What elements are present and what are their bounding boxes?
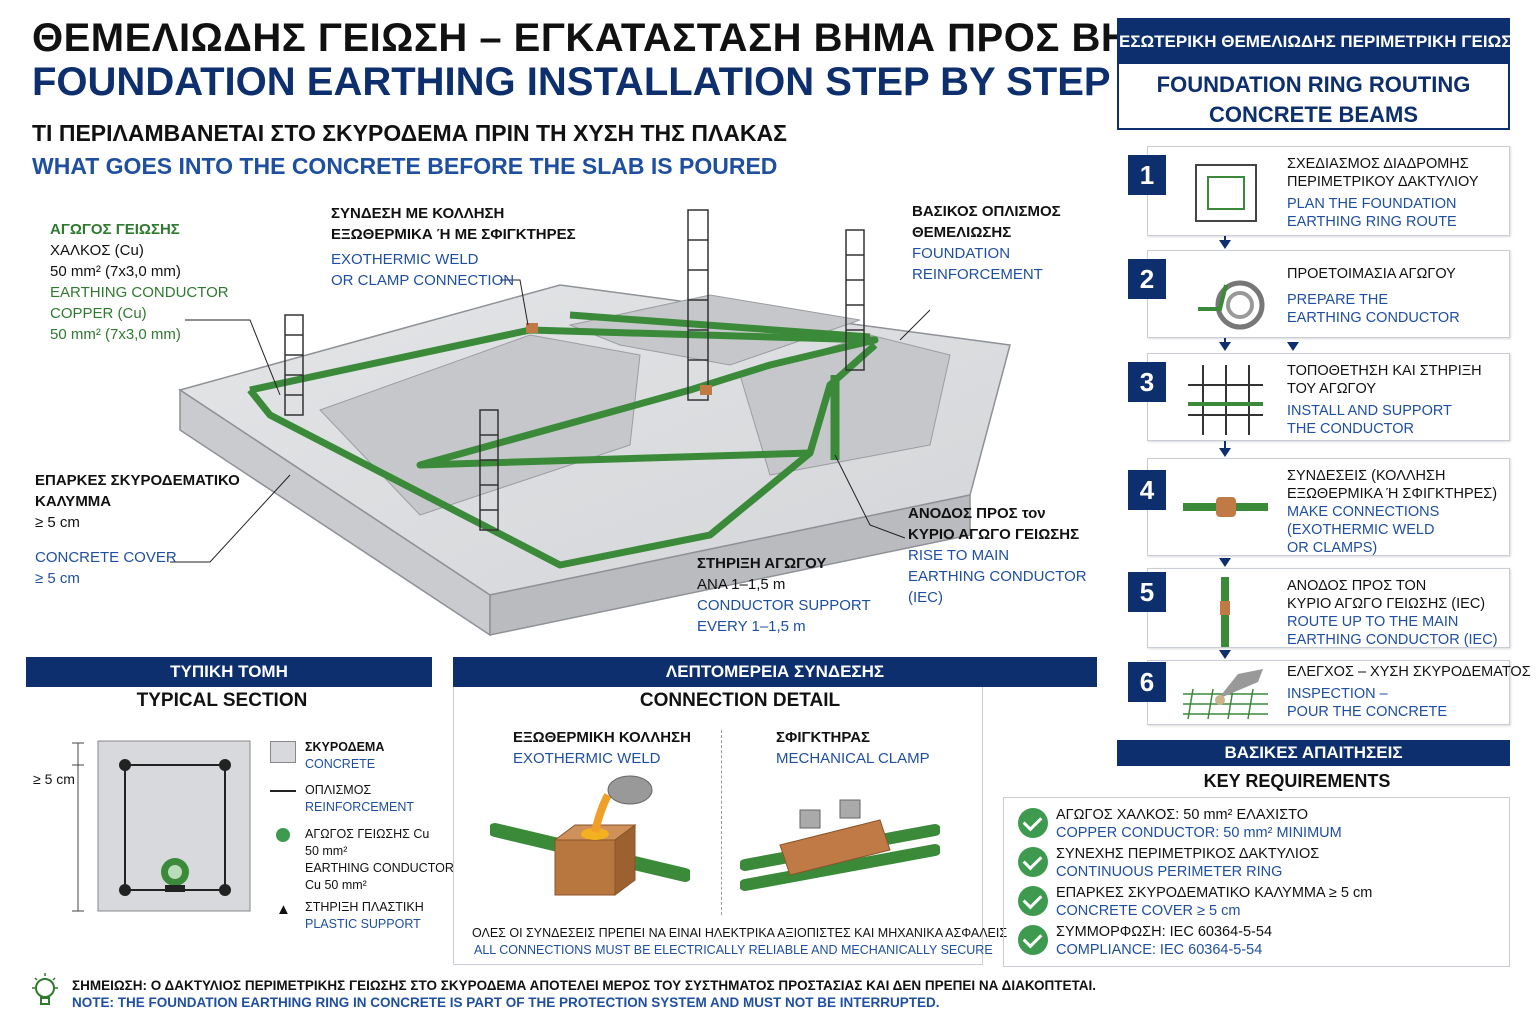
requirements-subtitle: KEY REQUIREMENTS — [1203, 771, 1391, 791]
plastic-support-icon: ▲ — [276, 901, 291, 918]
foundation-illustration — [170, 209, 1011, 637]
arrow-down-icon — [1219, 558, 1231, 567]
lightbulb-icon — [32, 973, 58, 1005]
concrete-pour-icon — [1183, 669, 1268, 720]
connection-bar: ΛΕΠΤΟΜΕΡΕΙΑ ΣΥΝΔΕΣΗΣ — [453, 657, 1097, 687]
mechanical-clamp-drawing — [740, 799, 940, 891]
arrow-down-icon — [1219, 448, 1231, 457]
legend-swatch-reinforcement — [270, 790, 296, 792]
check-icon — [1018, 808, 1048, 838]
requirements-bar: ΒΑΣΙΚΕΣ ΑΠΑΙΤΗΣΕΙΣ — [1117, 740, 1510, 766]
ring-routing-title-2: CONCRETE BEAMS — [1208, 102, 1418, 127]
connection-divider — [721, 730, 722, 915]
check-icon — [1018, 925, 1048, 955]
void-2 — [568, 294, 861, 366]
riser-icon — [1220, 577, 1230, 647]
page-title-english: FOUNDATION EARTHING INSTALLATION STEP BY… — [32, 60, 1111, 104]
ring-routing-bar: ΕΣΩΤΕΡΙΚΗ ΘΕΜΕΛΙΩΔΗΣ ΠΕΡΙΜΕΤΡΙΚΗ ΓΕΙΩΣΗ — [1119, 20, 1524, 64]
arrow-down-icon — [1219, 650, 1231, 659]
cable-coil-icon — [1198, 280, 1265, 330]
note-english: NOTE: THE FOUNDATION EARTHING RING IN CO… — [72, 995, 940, 1010]
floor-plan-icon — [1195, 164, 1257, 222]
step-number-1: 1 — [1128, 155, 1166, 195]
step-number-5: 5 — [1128, 572, 1166, 612]
exothermic-weld-drawing — [490, 775, 690, 896]
subtitle-english: WHAT GOES INTO THE CONCRETE BEFORE THE S… — [32, 153, 778, 179]
arrow-down-icon — [1287, 342, 1299, 351]
subtitle-greek: ΤΙ ΠΕΡΙΛΑΜΒΑΝΕΤΑΙ ΣΤΟ ΣΚΥΡΟΔΕΜΑ ΠΡΙΝ ΤΗ … — [32, 120, 787, 146]
legend-swatch-concrete — [270, 741, 296, 763]
callout-weld: ΣΥΝΔΕΣΗ ΜΕ ΚΟΛΛΗΣΗ ΕΞΩΘΕΡΜΙΚΑ Ή ΜΕ ΣΦΙΓΚ… — [331, 205, 576, 289]
step-number-6: 6 — [1128, 662, 1166, 702]
weld-joint-icon — [1183, 497, 1268, 517]
ring-routing-panel: ΕΣΩΤΕΡΙΚΗ ΘΕΜΕΛΙΩΔΗΣ ΠΕΡΙΜΕΤΡΙΚΗ ΓΕΙΩΣΗ … — [1117, 18, 1524, 130]
callout-conductor: ΑΓΩΓΟΣ ΓΕΙΩΣΗΣ ΧΑΛΚΟΣ (Cu) 50 mm² (7x3,0… — [50, 221, 229, 343]
section-bar: ΤΥΠΙΚΗ ΤΟΜΗ — [26, 657, 432, 687]
slab-front-right — [489, 494, 971, 636]
arrow-down-icon — [1219, 342, 1231, 351]
step-number-3: 3 — [1128, 362, 1166, 402]
step-number-4: 4 — [1128, 470, 1166, 510]
arrow-stem — [1224, 441, 1226, 448]
earthing-ring-front — [247, 387, 813, 569]
section-subtitle: TYPICAL SECTION — [136, 690, 308, 711]
ring-routing-title-1: FOUNDATION RING ROUTING — [1156, 72, 1471, 97]
page-title-greek: ΘΕΜΕΛΙΩΔΗΣ ΓΕΙΩΣΗ – ΕΓΚΑΤΑΣΤΑΣΗ ΒΗΜΑ ΠΡΟ… — [32, 16, 1194, 60]
connection-note-greek: ΟΛΕΣ ΟΙ ΣΥΝΔΕΣΕΙΣ ΠΡΕΠΕΙ ΝΑ ΕΙΝΑΙ ΗΛΕΚΤΡ… — [472, 926, 1008, 940]
rebar-support-icon — [1188, 365, 1263, 435]
legend-swatch-conductor — [276, 828, 290, 842]
check-icon — [1018, 847, 1048, 877]
callout-cover: ΕΠΑΡΚΕΣ ΣΚΥΡΟΔΕΜΑΤΙΚΟ ΚΑΛΥΜΜΑ ≥ 5 cm CON… — [35, 472, 240, 587]
note-greek: ΣΗΜΕΙΩΣΗ: Ο ΔΑΚΤΥΛΙΟΣ ΠΕΡΙΜΕΤΡΙΚΗΣ ΓΕΙΩΣ… — [72, 978, 1096, 993]
arrow-stem — [1224, 338, 1226, 343]
connection-note-english: ALL CONNECTIONS MUST BE ELECTRICALLY REL… — [474, 943, 993, 957]
typical-section-drawing — [72, 740, 251, 912]
earthing-ring-back — [569, 311, 871, 341]
weld-joint — [526, 323, 538, 333]
section-dimension: ≥ 5 cm — [33, 771, 75, 787]
leader-lines — [170, 279, 931, 563]
weld-joint — [700, 385, 712, 395]
requirements-box — [1003, 797, 1510, 967]
callout-support: ΣΤΗΡΙΞΗ ΑΓΩΓΟΥ ΑΝΑ 1–1,5 m CONDUCTOR SUP… — [697, 555, 871, 635]
step-number-2: 2 — [1128, 259, 1166, 299]
callout-rise: ΑΝΟΔΟΣ ΠΡΟΣ τον ΚΥΡΙΟ ΑΓΩΓΟ ΓΕΙΩΣΗΣ RISE… — [908, 505, 1087, 606]
callout-reinforcement: ΒΑΣΙΚΟΣ ΟΠΛΙΣΜΟΣ ΘΕΜΕΛΙΩΣΗΣ FOUNDATION R… — [912, 203, 1061, 283]
rebar-cages — [284, 209, 865, 531]
arrow-stem — [1224, 236, 1226, 241]
earthing-ring — [249, 326, 879, 469]
connection-subtitle: CONNECTION DETAIL — [639, 690, 841, 711]
arrow-down-icon — [1219, 240, 1231, 249]
check-icon — [1018, 886, 1048, 916]
